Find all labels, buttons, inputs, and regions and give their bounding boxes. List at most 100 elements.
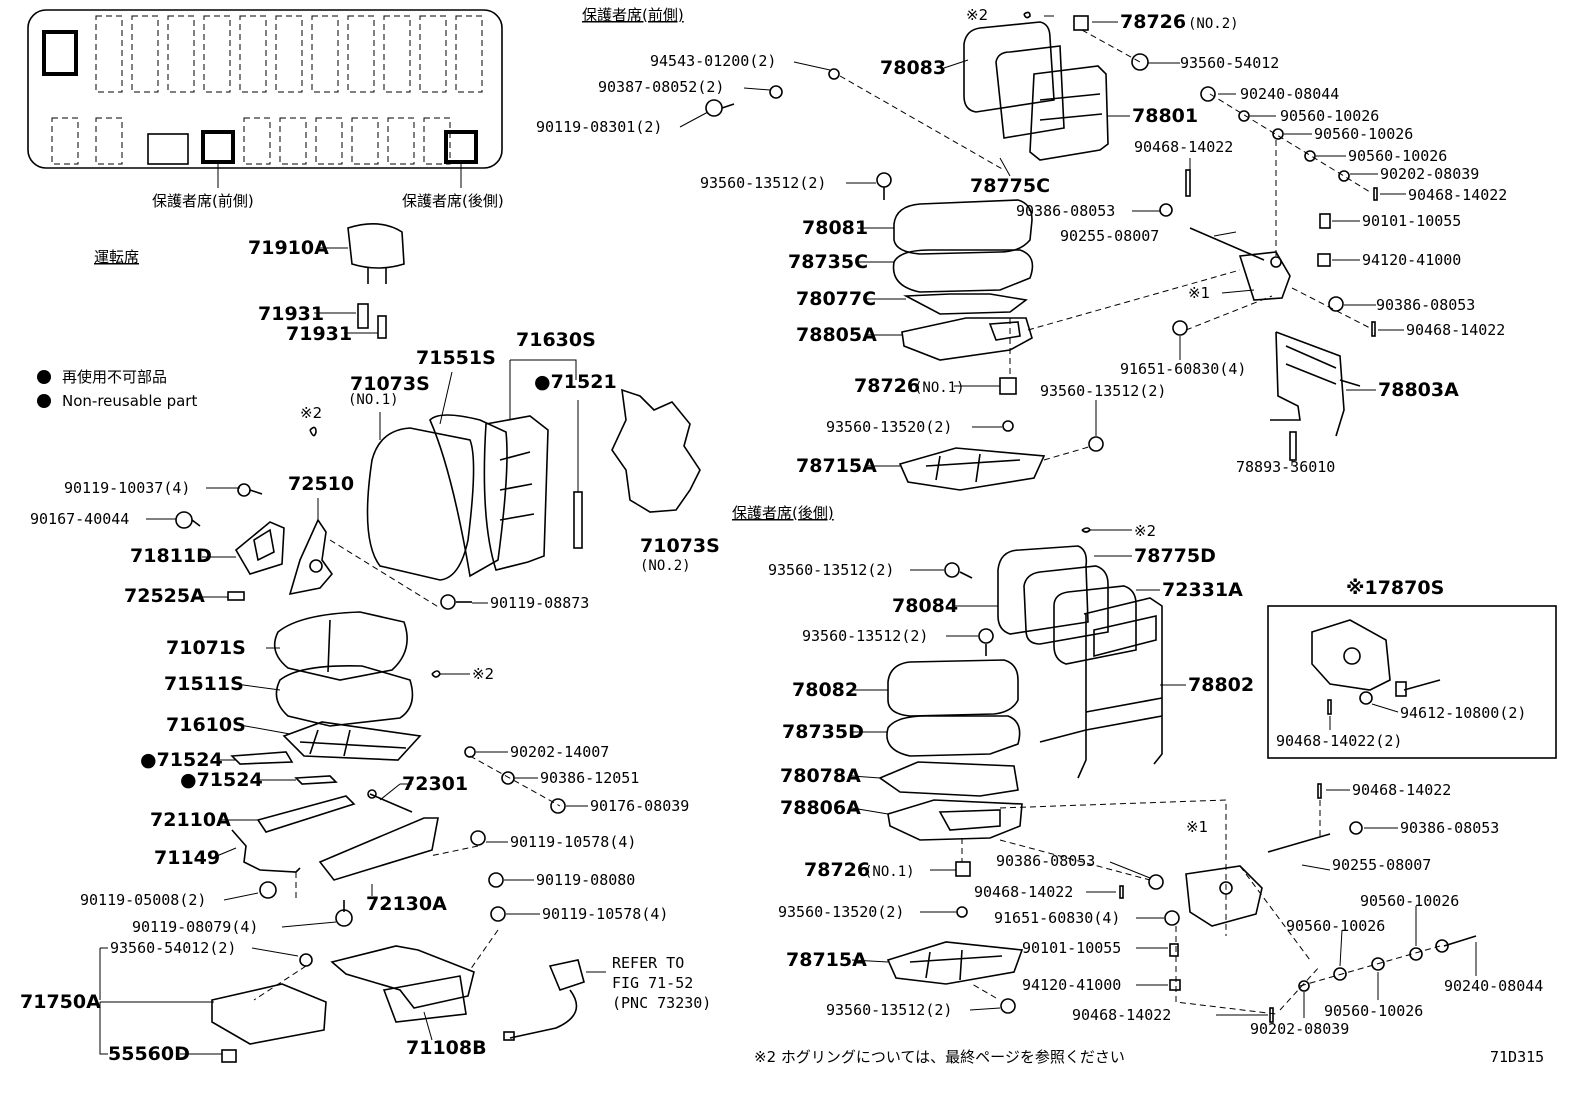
part-label: 71910A [248, 237, 329, 259]
part-label: 93560-54012 [1180, 54, 1279, 72]
part-label: 78715A [786, 949, 867, 971]
part-label: 90468-14022 [974, 883, 1073, 901]
part-label: 78805A [796, 324, 877, 346]
part-label: 72110A [150, 809, 231, 831]
part-label: 90167-40044 [30, 510, 129, 528]
part-label: 71630S [516, 329, 596, 351]
part-label: 78803A [1378, 379, 1459, 401]
part-label: 90119-10578(4) [510, 833, 636, 851]
part-label: 94543-01200(2) [650, 52, 776, 70]
part-label: 90176-08039 [590, 797, 689, 815]
part-label: 90101-10055 [1362, 212, 1461, 230]
section-rear-title: 保護者席(後側) [732, 504, 834, 522]
part-label: 78801 [1132, 105, 1198, 127]
part-label: 71149 [154, 847, 220, 869]
part-label: ※1 [1186, 818, 1208, 836]
inset-title: ※17870S [1346, 577, 1444, 599]
part-label: 93560-54012(2) [110, 939, 236, 957]
driver-labels: 71910A 71931 71931 71073S (NO.1) 71551S … [20, 237, 720, 1065]
locator-front-label: 保護者席(前側) [152, 192, 254, 210]
part-label: 90255-08007 [1332, 856, 1431, 874]
front-leaders [679, 15, 1406, 467]
part-label: ※2 [300, 404, 322, 422]
part-label: 78084 [892, 595, 958, 617]
part-label: 78735D [782, 721, 864, 743]
part-label: 71811D [130, 545, 212, 567]
part-label: 71750A [20, 991, 101, 1013]
part-label: ●71524 [140, 749, 223, 771]
part-label: 78802 [1188, 674, 1254, 696]
part-label: 93560-13512(2) [826, 1001, 952, 1019]
inset-part-label: 94612-10800(2) [1400, 704, 1526, 722]
part-label: 90101-10055 [1022, 939, 1121, 957]
locator-rear-label: 保護者席(後側) [402, 192, 504, 210]
part-label: 71610S [166, 714, 246, 736]
part-label: 71931 [258, 303, 324, 325]
part-label: 91651-60830(4) [1120, 360, 1246, 378]
part-label: 78726 [804, 859, 870, 881]
part-label: 93560-13512(2) [802, 627, 928, 645]
part-label: (NO.2) [1188, 16, 1239, 32]
part-label: 90119-08873 [490, 594, 589, 612]
legend-jp: 再使用不可部品 [62, 368, 167, 386]
part-label: 93560-13520(2) [826, 418, 952, 436]
part-label: 94120-41000 [1362, 251, 1461, 269]
part-label: (NO.1) [348, 392, 399, 408]
part-label: 90202-14007 [510, 743, 609, 761]
part-label: 90560-10026 [1280, 107, 1379, 125]
part-label: 90560-10026 [1360, 892, 1459, 910]
part-label: 78077C [796, 288, 876, 310]
section-driver-title: 運転席 [94, 248, 139, 266]
part-label: 90387-08052(2) [598, 78, 724, 96]
part-label: (NO.1) [864, 864, 915, 880]
part-label: 90560-10026 [1314, 125, 1413, 143]
part-label: 90468-14022 [1406, 321, 1505, 339]
part-label: 72331A [1162, 579, 1243, 601]
part-label: 93560-13512(2) [1040, 382, 1166, 400]
part-label: 71511S [164, 673, 244, 695]
part-label: 90468-14022 [1408, 186, 1507, 204]
part-label: 90119-08080 [536, 871, 635, 889]
part-label: 90386-08053 [1400, 819, 1499, 837]
part-label: ●71521 [534, 371, 617, 393]
part-label: 78735C [788, 251, 868, 273]
part-label: 90560-10026 [1324, 1002, 1423, 1020]
part-label: (NO.2) [640, 558, 691, 574]
part-label: 90560-10026 [1348, 147, 1447, 165]
part-label: 71108B [406, 1037, 487, 1059]
part-label: 93560-13520(2) [778, 903, 904, 921]
part-label: 78806A [780, 797, 861, 819]
part-label: 78083 [880, 57, 946, 79]
front-labels: ※2 78726 (NO.2) 94543-01200(2) 78083 935… [536, 6, 1507, 477]
part-label: 90119-08079(4) [132, 918, 258, 936]
part-label: 78726 [1120, 11, 1186, 33]
inset-17870S: ※17870S 94612-10800(2) 90468-14022(2) [1267, 577, 1557, 759]
part-label: ※1 [1188, 284, 1210, 302]
figure-id: 71D315 [1490, 1048, 1544, 1066]
part-label: 78775D [1134, 545, 1216, 567]
rear-labels: ※2 78775D 93560-13512(2) 72331A 78084 93… [768, 522, 1543, 1038]
part-label: 90255-08007 [1060, 227, 1159, 245]
part-label: 78081 [802, 217, 868, 239]
legend: 再使用不可部品 Non-reusable part [37, 368, 197, 410]
part-label: 90202-08039 [1250, 1020, 1349, 1038]
part-label: ●71524 [180, 769, 263, 791]
driver-seat-drawings [175, 223, 701, 1063]
refer-text: (PNC 73230) [612, 994, 711, 1012]
part-label: 90240-08044 [1240, 85, 1339, 103]
section-front-title: 保護者席(前側) [582, 6, 684, 24]
part-label: 90468-14022 [1134, 138, 1233, 156]
legend-en: Non-reusable part [62, 392, 197, 410]
part-label: ※2 [1134, 522, 1156, 540]
part-label: 90386-12051 [540, 769, 639, 787]
part-label: 78893-36010 [1236, 458, 1335, 476]
part-label: 90119-10037(4) [64, 479, 190, 497]
part-label: 90468-14022 [1072, 1006, 1171, 1024]
part-label: 90560-10026 [1286, 917, 1385, 935]
part-label: 91651-60830(4) [994, 909, 1120, 927]
part-label: 72130A [366, 893, 447, 915]
refer-text: FIG 71-52 [612, 974, 693, 992]
vehicle-locator: 保護者席(前側) 保護者席(後側) [27, 9, 504, 210]
